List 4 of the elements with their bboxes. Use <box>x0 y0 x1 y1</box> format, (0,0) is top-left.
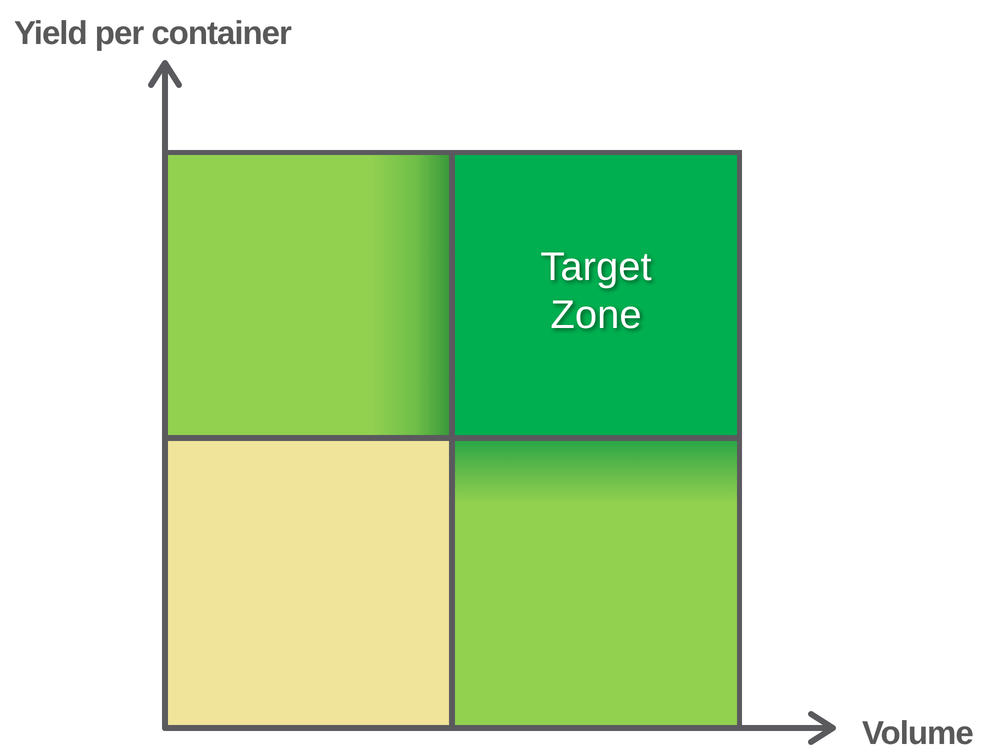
zone-label: Target Zone <box>539 244 653 339</box>
axis-title: Yield per container <box>14 13 291 53</box>
axis-title: Volume <box>862 713 973 749</box>
quadrant-box <box>452 150 742 438</box>
